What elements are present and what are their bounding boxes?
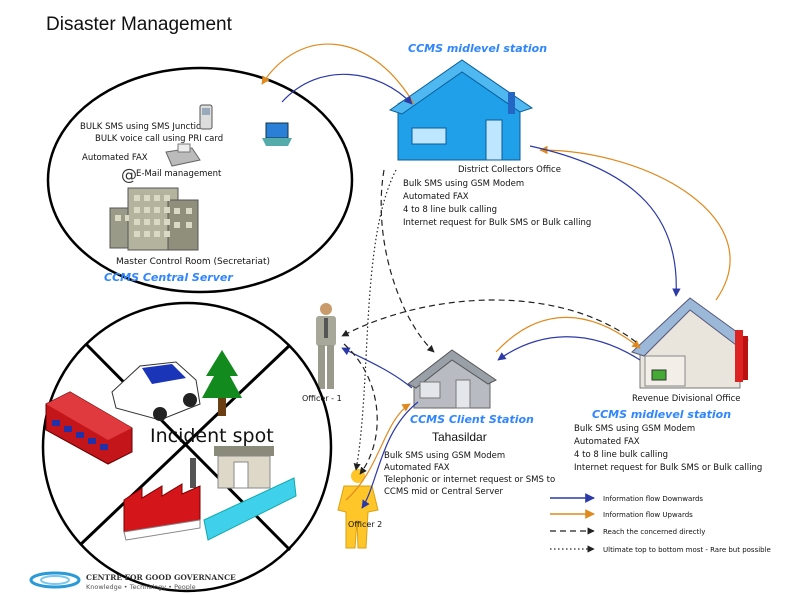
revenue-line-1: Bulk SMS using GSM Modem xyxy=(574,424,695,434)
legend-label-downward: Information flow Downwards xyxy=(603,495,703,503)
page-title: Disaster Management xyxy=(46,14,233,35)
legend-label-direct: Reach the concerned directly xyxy=(603,528,705,536)
revenue-line-4: Internet request for Bulk SMS or Bulk ca… xyxy=(574,463,762,473)
central-item-sms: BULK SMS using SMS Junction xyxy=(80,122,207,132)
officer-2-label: Officer 2 xyxy=(348,520,382,529)
arrow-client-to-officer2 xyxy=(361,401,419,509)
footer-tagline: Knowledge • Technology • People xyxy=(86,583,196,591)
client-line-3: Telephonic or internet request or SMS to xyxy=(383,475,555,485)
cgg-logo-swirl-icon xyxy=(29,571,81,589)
footer-org-name: CENTRE FOR GOOD GOVERNANCE xyxy=(86,573,236,582)
district-line-4: Internet request for Bulk SMS or Bulk ca… xyxy=(403,218,591,228)
arrow-revenue-to-district xyxy=(539,145,731,301)
district-line-3: 4 to 8 line bulk calling xyxy=(403,205,497,215)
officer-2-figure-icon xyxy=(337,469,379,549)
arrow-district-to-central xyxy=(261,43,415,105)
revenue-line-3: 4 to 8 line bulk calling xyxy=(574,450,668,460)
incident-crossline-2 xyxy=(78,343,292,547)
arrow-revenue-to-client xyxy=(497,336,641,361)
arrow-district-to-revenue xyxy=(529,145,681,297)
legend: Information flow Downwards Information f… xyxy=(550,493,771,554)
laptop-icon xyxy=(262,122,292,146)
arrow-client-to-officer1 xyxy=(341,347,413,389)
arrow-central-to-district xyxy=(281,73,413,105)
tree-icon xyxy=(202,350,242,416)
client-station-house-icon xyxy=(407,349,497,409)
revenue-office-label: Revenue Divisional Office xyxy=(632,394,740,404)
water-icon xyxy=(203,477,297,541)
client-line-1: Bulk SMS using GSM Modem xyxy=(384,451,505,461)
bus-icon xyxy=(45,391,133,465)
arrow-client-to-revenue xyxy=(495,316,641,353)
revenue-line-2: Automated FAX xyxy=(574,437,640,447)
shop-icon xyxy=(214,446,274,489)
incident-spot-label: Incident spot xyxy=(150,425,274,447)
mobile-phone-icon xyxy=(199,104,213,130)
car-icon xyxy=(111,361,201,421)
incident-circle xyxy=(41,301,333,593)
secretariat-label: Master Control Room (Secretariat) xyxy=(116,257,270,267)
district-line-2: Automated FAX xyxy=(403,192,469,202)
district-station-label: CCMS midlevel station xyxy=(408,42,547,55)
central-item-fax: Automated FAX xyxy=(82,153,148,163)
central-server-group: BULK SMS using SMS Junction BULK voice c… xyxy=(80,104,292,284)
legend-label-ultimate: Ultimate top to bottom most - Rare but p… xyxy=(603,546,771,554)
client-station-label: CCMS Client Station xyxy=(410,413,534,426)
revenue-station-label: CCMS midlevel station xyxy=(592,408,731,421)
legend-label-upward: Information flow Upwards xyxy=(603,511,693,519)
central-server-ellipse xyxy=(46,66,354,294)
arrow-officer2-to-client xyxy=(345,403,411,501)
officer-1-figure-icon xyxy=(316,303,336,389)
factory-icon xyxy=(123,458,201,541)
fax-machine-icon xyxy=(165,143,201,167)
district-office-label: District Collectors Office xyxy=(458,165,561,175)
flow-arrows xyxy=(261,43,731,509)
client-line-2: Automated FAX xyxy=(384,463,450,473)
district-office-house-icon xyxy=(388,59,534,161)
arrow-revenue-to-officer1 xyxy=(341,299,637,343)
email-at-icon: @ xyxy=(121,165,137,184)
incident-spot-group: Incident spot xyxy=(41,301,333,593)
secretariat-building-icon xyxy=(109,187,199,251)
client-line-4: CCMS mid or Central Server xyxy=(384,487,503,497)
cgg-logo: CENTRE FOR GOOD GOVERNANCE Knowledge • T… xyxy=(29,571,236,591)
district-line-1: Bulk SMS using GSM Modem xyxy=(403,179,524,189)
central-server-label: CCMS Central Server xyxy=(104,271,233,284)
central-item-voice: BULK voice call using PRI card xyxy=(95,134,223,144)
central-item-email: E-Mail management xyxy=(136,169,222,179)
arrow-district-to-officer2 xyxy=(353,169,397,471)
client-office-label: Tahasildar xyxy=(432,430,487,444)
arrow-officer1-to-officer2 xyxy=(343,343,378,475)
revenue-office-house-icon xyxy=(631,297,749,389)
